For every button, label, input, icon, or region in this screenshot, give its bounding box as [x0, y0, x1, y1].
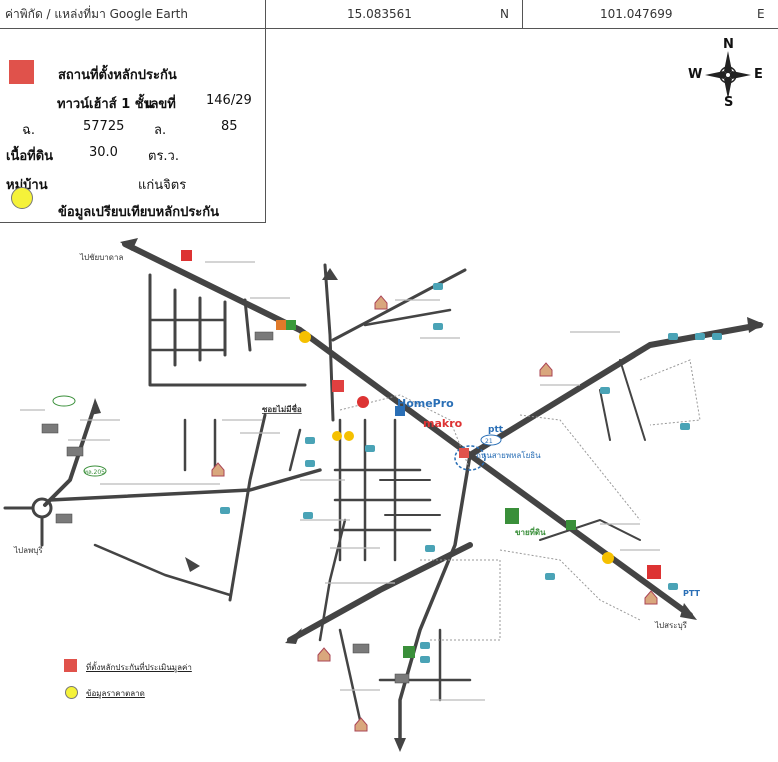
brand-label-4: PTT: [683, 589, 701, 598]
highway-label: ถนนสายพหลโยธิน: [476, 450, 541, 460]
road-map: HomePro makro ptt PTT ซอยไม่มีชื่อ ถนนสา…: [3, 238, 764, 752]
bottom-legend-item-1: ที่ตั้งหลักประกันที่ประเมินมูลค่า: [86, 663, 192, 672]
latitude-value: 15.083561: [347, 7, 412, 21]
direction-label-3: ไปสระบุรี: [654, 621, 688, 630]
main-highway: [122, 241, 693, 618]
lot-value: 85: [221, 119, 238, 134]
property-legend: สถานที่ตั้งหลักประกัน ทาวน์เฮ้าส์ 1 ชั้น…: [0, 29, 266, 223]
compass-east: E: [754, 67, 763, 82]
latitude-direction: N: [500, 7, 509, 21]
highway-sw: [287, 542, 473, 643]
longitude-value: 101.047699: [600, 7, 673, 21]
coordinate-source-label: ค่าพิกัด / แหล่งที่มา Google Earth: [5, 7, 188, 21]
direction-label-1: ไปชัยบาดาล: [79, 253, 123, 262]
area-value: 30.0: [89, 145, 118, 160]
compass-icon: [705, 51, 751, 99]
compass-north: N: [723, 37, 734, 52]
coordinate-bar: ค่าพิกัด / แหล่งที่มา Google Earth 15.08…: [0, 0, 778, 29]
area-unit: ตร.ว.: [148, 149, 179, 164]
compass-west: W: [688, 67, 703, 82]
deed-label: ฉ.: [22, 123, 35, 138]
property-marker-map: [459, 448, 469, 458]
route-shield-21: 21: [485, 438, 493, 445]
bottom-legend-comparison-swatch: [65, 686, 78, 699]
property-marker-swatch: [9, 60, 34, 84]
highway-ne: [467, 322, 763, 458]
bottom-legend-item-2: ข้อมูลราคาตลาด: [86, 689, 145, 698]
number-value: 146/29: [206, 93, 252, 108]
village-value: แก่นจิตร: [138, 178, 187, 193]
bottom-legend-property-swatch: [64, 659, 77, 672]
brand-label-2: makro: [423, 417, 463, 430]
compass-south: S: [724, 95, 734, 110]
number-label: เลขที่: [146, 97, 176, 112]
deed-value: 57725: [83, 119, 125, 134]
route-shield-label: ทล.205: [84, 469, 105, 476]
road-west-vertical: [43, 403, 97, 507]
property-type: ทาวน์เฮ้าส์ 1 ชั้น: [57, 97, 153, 112]
longitude-direction: E: [757, 7, 765, 21]
compass-rose: N S W E: [686, 37, 770, 110]
soi-label: ซอยไม่มีชื่อ: [262, 403, 302, 414]
sale-label: ขายที่ดิน: [515, 526, 546, 537]
lot-label: ล.: [154, 123, 167, 138]
brand-label-1: HomePro: [397, 397, 454, 410]
comparison-label: ข้อมูลเปรียบเทียบหลักประกัน: [58, 205, 220, 220]
property-location-label: สถานที่ตั้งหลักประกัน: [58, 68, 177, 83]
brand-label-3: ptt: [488, 425, 504, 435]
road-south: [398, 453, 472, 747]
area-label: เนื้อที่ดิน: [6, 149, 54, 164]
direction-label-2: ไปลพบุรี: [13, 546, 43, 555]
comparison-marker-swatch: [11, 187, 33, 209]
